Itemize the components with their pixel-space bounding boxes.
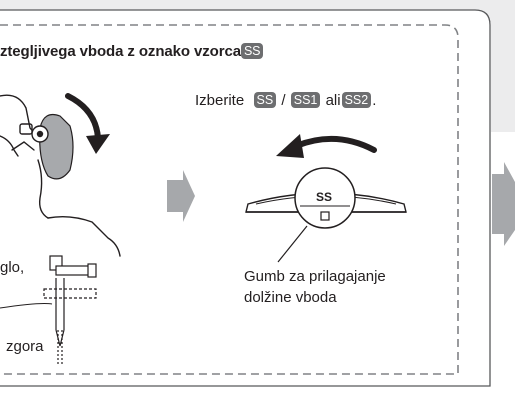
turn-dial-arrow-icon [276, 134, 377, 158]
select-prefix: Izberite [195, 92, 245, 109]
title-text: ztegljivega vboda z oznako vzorca [0, 43, 241, 60]
caption-line-2: dolžine vboda [244, 289, 337, 306]
caption-line-1: Gumb za prilagajanje [244, 268, 386, 285]
dashed-box [0, 24, 459, 375]
rotate-arrow-icon [65, 93, 110, 154]
title-pattern-tag: SS [240, 43, 264, 59]
step-arrow-1 [167, 170, 195, 222]
pattern-tag-ss: SS [253, 92, 277, 108]
left-label-2: zgora [6, 338, 44, 355]
pattern-tag-ss1: SS1 [290, 92, 321, 108]
left-label-1: glo, [0, 259, 25, 276]
select-end: . [372, 92, 377, 109]
outer-frame [0, 9, 491, 387]
pattern-tag-ss2: SS2 [341, 92, 372, 108]
dial-label: SS [316, 190, 333, 204]
handwheel-icon [31, 113, 74, 180]
step-arrow-2 [492, 162, 515, 246]
select-or: ali [325, 92, 341, 109]
needle-illustration [0, 255, 97, 366]
stitch-dial-illustration [245, 167, 407, 263]
select-separator: / [281, 92, 286, 109]
dial-caption: Gumb za prilagajanje dolžine vboda [244, 266, 386, 308]
